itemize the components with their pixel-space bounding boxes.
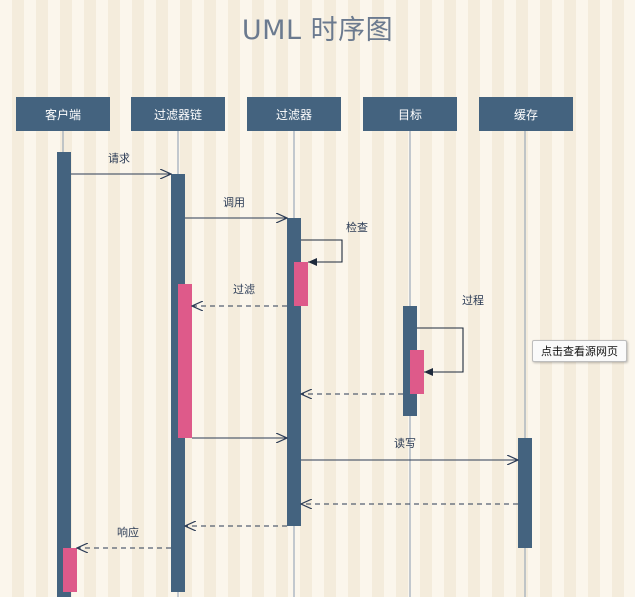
message-arrow-check [301, 239, 343, 266]
view-source-tooltip[interactable]: 点击查看源网页 [532, 340, 627, 362]
message-arrow-process [417, 327, 464, 376]
actor-cache: 缓存 [479, 97, 573, 131]
highlight-client [63, 548, 77, 592]
highlight-target [410, 350, 424, 394]
highlight-filterchain [178, 284, 192, 438]
message-label-invoke: 调用 [223, 196, 245, 209]
highlight-filter [294, 262, 308, 306]
actor-filter: 过滤器 [247, 97, 341, 131]
actor-client: 客户端 [16, 97, 110, 131]
message-label-request: 请求 [108, 152, 130, 165]
message-label-check: 检查 [346, 220, 368, 234]
activation-client [57, 152, 71, 597]
activation-cache [518, 438, 532, 548]
message-label-response: 响应 [117, 525, 139, 539]
message-label-filter: 过滤 [233, 283, 255, 296]
message-label-readwrite: 读写 [394, 436, 416, 450]
diagram-title: UML 时序图 [241, 15, 394, 46]
actor-filterchain: 过滤器链 [131, 97, 225, 131]
message-label-process: 过程 [462, 294, 484, 307]
actor-target: 目标 [363, 97, 457, 131]
